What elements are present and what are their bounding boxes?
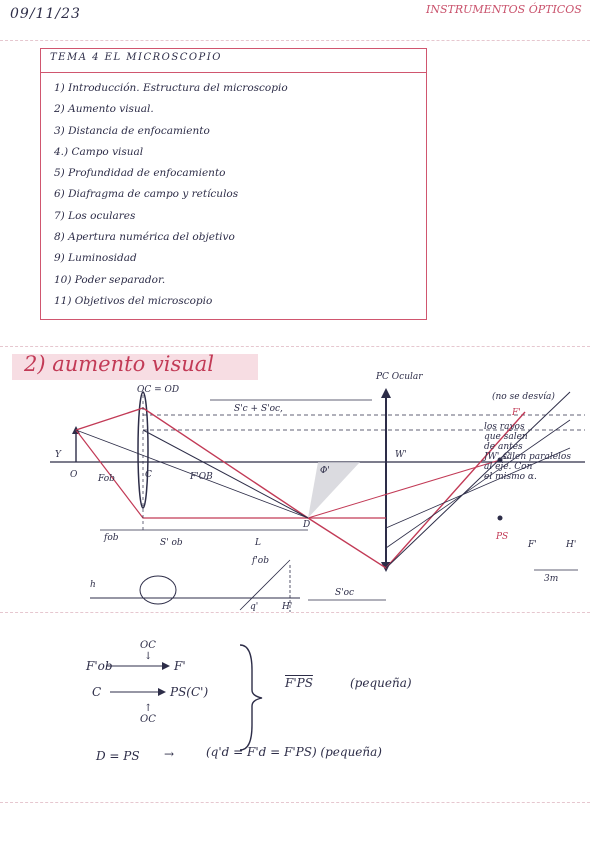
label-fob: Fob	[98, 474, 115, 484]
notebook-separator	[0, 612, 590, 613]
label-3m: 3m	[544, 574, 559, 584]
notebook-separator	[0, 346, 590, 347]
note-line: que salen	[484, 432, 528, 442]
label-oc-od: OC = OD	[137, 385, 180, 395]
label-o: O	[70, 470, 78, 480]
index-frame	[40, 72, 427, 320]
index-item: 8) Apertura numérica del objetivo	[54, 231, 235, 244]
scheme-brace	[239, 644, 263, 751]
diagram-notes: los rayos que salen de antes JW' salen p…	[484, 422, 571, 482]
label-f-prime-bottom: F'	[528, 540, 537, 550]
label-w: W'	[395, 450, 407, 460]
final-equation: D = PS	[96, 749, 140, 763]
final-arrow: →	[164, 747, 175, 761]
point-ps	[497, 515, 503, 521]
ray-dark-5	[385, 447, 571, 529]
label-q-prime: q'	[250, 602, 259, 612]
scheme-f-prime-ps: F'PS	[285, 676, 313, 690]
scheme-c: C	[92, 685, 102, 699]
note-line: los rayos	[484, 422, 525, 432]
section-highlight	[12, 354, 258, 380]
topic-frame	[40, 48, 427, 75]
topic-title: TEMA 4 EL MICROSCOPIO	[50, 52, 222, 63]
label-s-prime-oc: S'oc	[335, 588, 355, 598]
index-item: 5) Profundidad de enfocamiento	[54, 167, 226, 180]
label-f-prime-ob: F'OB	[190, 472, 213, 482]
ocular-arrow-top	[381, 388, 391, 398]
label-s-sum: S'c + S'oc,	[234, 404, 283, 414]
ray-red-1	[75, 407, 526, 569]
label-pc-ocular: PC Ocular	[376, 372, 423, 382]
label-phi: Φ'	[320, 466, 330, 476]
scheme-ps-c-prime: PS(C')	[170, 685, 209, 699]
index-item: 10) Poder separador.	[54, 273, 166, 286]
angle-shading	[308, 462, 360, 518]
label-fob-dist: fob	[104, 533, 119, 543]
note-line: al eje. Con	[484, 462, 533, 472]
page-date: 09/11/23	[10, 6, 81, 22]
index-list: 1) Introducción. Estructura del microsco…	[54, 78, 288, 312]
note-line: el mismo α.	[484, 472, 537, 482]
index-item: 11) Objetivos del microscopio	[54, 294, 213, 307]
ray-dark-1	[142, 429, 309, 519]
scheme-f-prime: F'	[174, 659, 186, 673]
note-line: JW' salen paralelos	[484, 452, 571, 462]
section-title: 2) aumento visual	[24, 352, 215, 376]
index-item: 3) Distancia de enfocamiento	[54, 124, 210, 137]
label-h-prime: H'	[282, 602, 293, 612]
scheme-f-prime-ob: F'ob	[86, 659, 113, 673]
label-c-prime: C'	[503, 452, 513, 462]
scheme-oc-bottom: OC	[140, 714, 156, 725]
label-y: Y	[55, 450, 61, 460]
sub-lens	[139, 575, 177, 605]
final-parenthetical: (q'd = F'd = F'PS) (pequeña)	[206, 745, 382, 759]
label-l: L	[255, 538, 261, 548]
label-no-se-desvia: (no se desvía)	[492, 392, 555, 402]
index-item: 1) Introducción. Estructura del microsco…	[54, 82, 288, 94]
ray-dark-4	[385, 419, 571, 549]
notebook-separator	[0, 40, 590, 41]
label-ps: PS	[496, 532, 509, 542]
point-c-prime	[497, 457, 503, 463]
label-f-prime: F'	[512, 408, 521, 418]
index-item: 2) Aumento visual.	[54, 103, 154, 116]
notebook-separator	[0, 802, 590, 803]
label-d: D	[303, 520, 311, 530]
label-f-prime-ob2: f'ob	[252, 556, 269, 566]
objective-lens	[137, 391, 149, 509]
label-h: h	[90, 580, 96, 590]
index-item: 6) Diafragma de campo y retículos	[54, 188, 239, 201]
index-item: 9) Luminosidad	[54, 252, 137, 265]
index-item: 7) Los oculares	[54, 209, 136, 222]
scheme-oc-top: OC	[140, 640, 156, 651]
ray-dark-3	[385, 391, 571, 569]
ray-red-3	[307, 459, 501, 519]
label-s-prime-ob: S' ob	[160, 538, 183, 548]
header-title: INSTRUMENTOS ÓPTICOS	[426, 3, 582, 16]
label-h-prime-bottom: H'	[566, 540, 577, 550]
scheme-arrow-down: ↓	[144, 651, 153, 662]
ray-dark-2	[75, 429, 309, 519]
note-line: de antes	[484, 442, 523, 452]
label-c: C	[145, 470, 152, 480]
scheme-pequena: (pequeña)	[350, 676, 412, 690]
index-item: 4.) Campo visual	[54, 145, 144, 158]
scheme-arrow-up: ↑	[144, 703, 153, 714]
